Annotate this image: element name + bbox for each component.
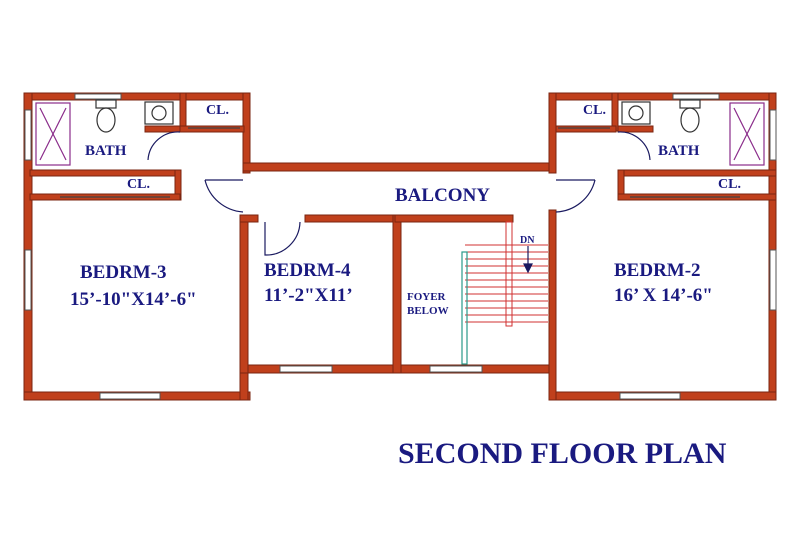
closet-left-top-label: CL. [206, 103, 229, 118]
closet-left-mid-label: CL. [127, 177, 150, 192]
bedroom4-dim-label: 11’-2"X11’ [264, 285, 353, 306]
bedroom2-name-label: BEDRM-2 [614, 260, 701, 281]
bath-fixtures-left [35, 99, 174, 166]
foyer-label-line2: BELOW [407, 305, 449, 317]
stairs [465, 221, 548, 327]
stair-dn-label: DN [520, 235, 535, 246]
closet-right-top-label: CL. [583, 103, 606, 118]
bath-left-label: BATH [85, 143, 127, 159]
closet-right-mid-label: CL. [718, 177, 741, 192]
balcony-label: BALCONY [395, 185, 490, 206]
windows [24, 93, 777, 400]
doors [60, 127, 740, 256]
foyer-label-line1: FOYER [407, 291, 447, 303]
bedroom4-name-label: BEDRM-4 [264, 260, 351, 281]
bedroom2-dim-label: 16’ X 14’-6" [614, 285, 713, 306]
stair-rail [461, 251, 468, 365]
plan-title: SECOND FLOOR PLAN [398, 437, 727, 470]
bath-right-label: BATH [658, 143, 700, 159]
stair-arrow [523, 246, 533, 274]
walls [23, 92, 777, 401]
bedroom3-name-label: BEDRM-3 [80, 262, 167, 283]
bedroom3-dim-label: 15’-10"X14’-6" [70, 289, 197, 310]
bath-fixtures-right [621, 99, 765, 166]
